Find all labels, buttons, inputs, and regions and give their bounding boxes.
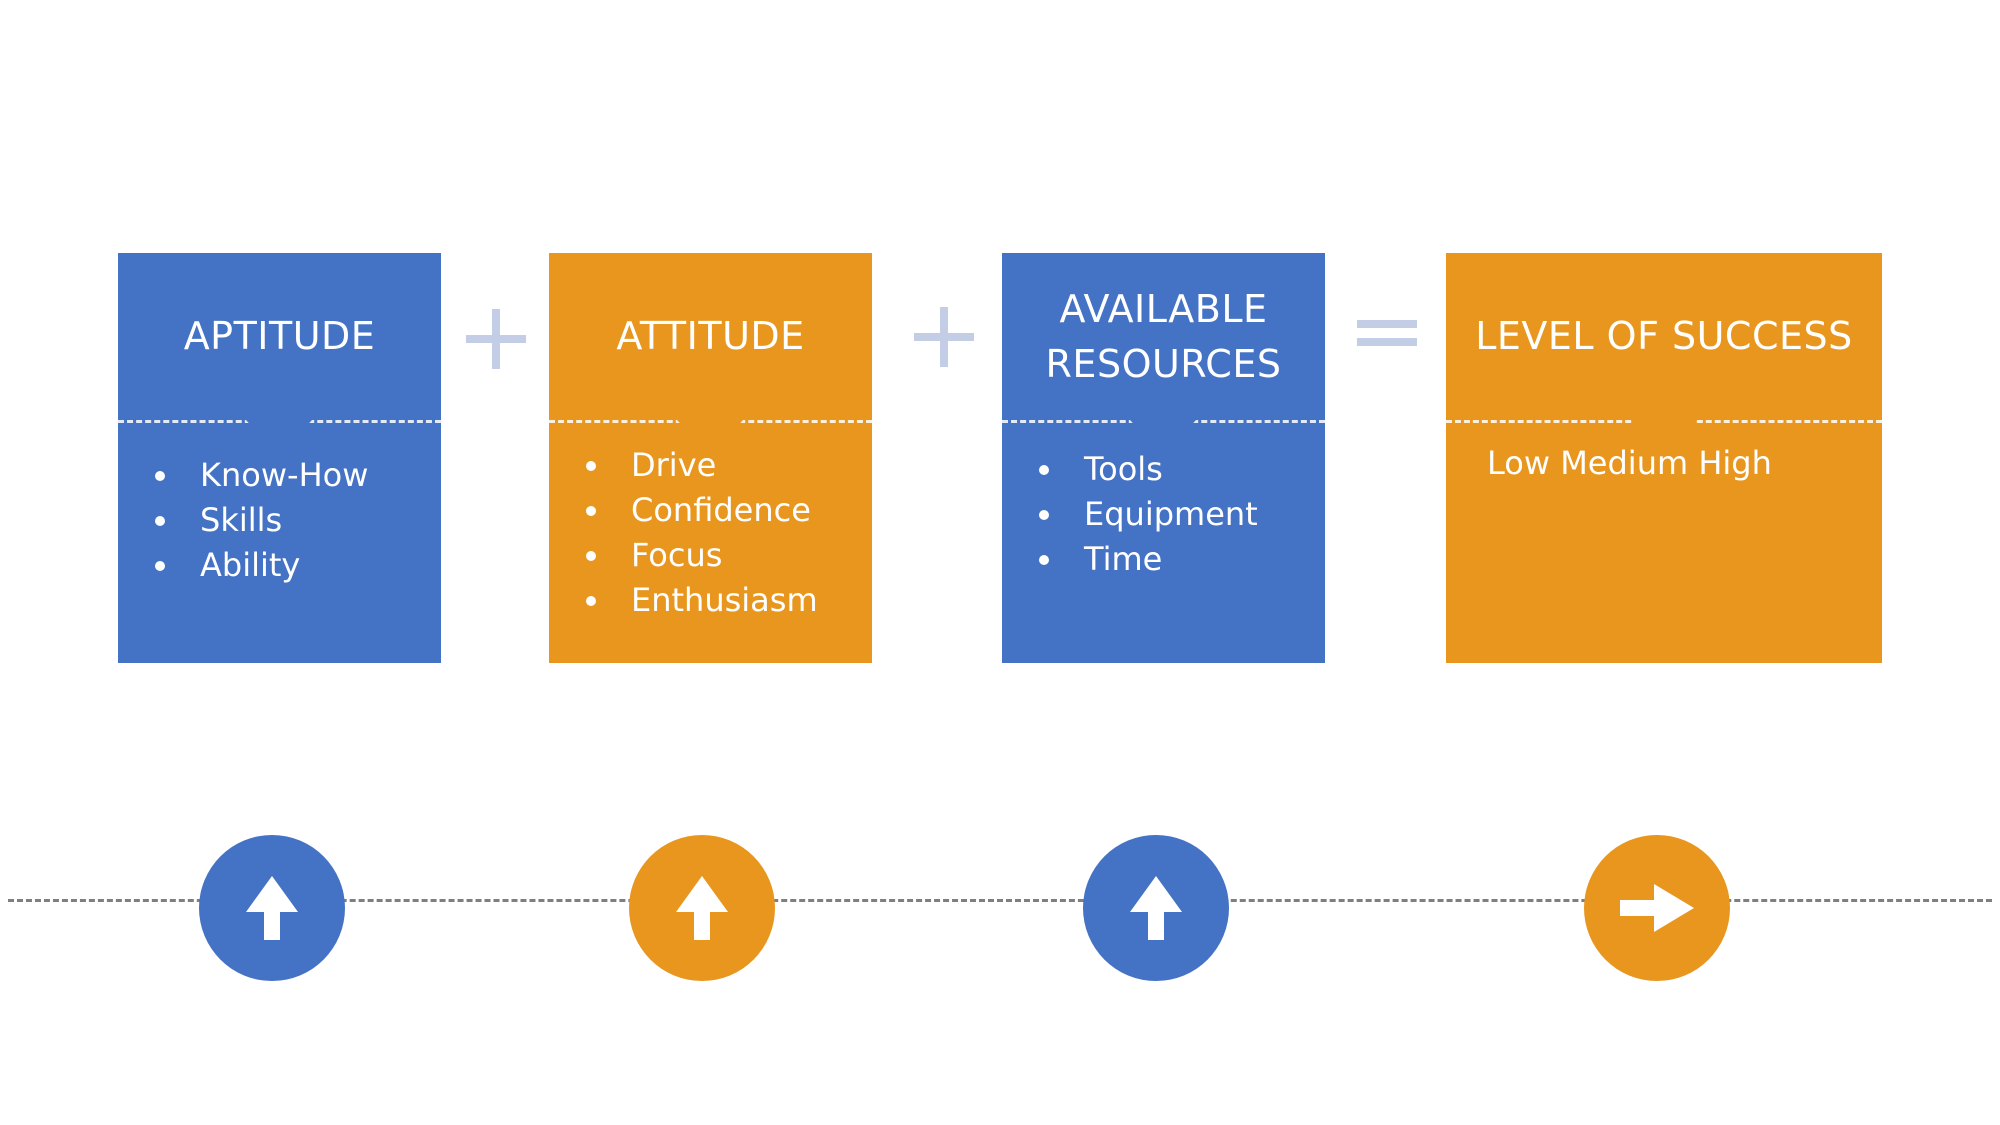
list-item: Ability bbox=[118, 543, 441, 588]
indicator-circle bbox=[629, 835, 775, 981]
indicator-circle bbox=[199, 835, 345, 981]
arrow-up-icon bbox=[246, 876, 298, 940]
bullet-icon bbox=[586, 596, 596, 606]
arrow-right-icon bbox=[1620, 884, 1694, 932]
plus-icon bbox=[466, 309, 526, 369]
card-body: Tools Equipment Time bbox=[1002, 447, 1325, 582]
card-available-resources: AVAILABLE RESOURCES Tools Equipment Time bbox=[1002, 253, 1325, 663]
list-item: Focus bbox=[549, 533, 872, 578]
card-title-line: ATTITUDE bbox=[616, 314, 805, 358]
card-title-line: RESOURCES bbox=[1045, 341, 1282, 386]
card-body: Drive Confidence Focus Enthusiasm bbox=[549, 443, 872, 623]
card-pointer bbox=[1620, 408, 1708, 456]
bullet-list: Drive Confidence Focus Enthusiasm bbox=[549, 443, 872, 623]
list-item: Equipment bbox=[1002, 492, 1325, 537]
bullet-icon bbox=[155, 516, 165, 526]
list-item: Confidence bbox=[549, 488, 872, 533]
plus-icon bbox=[914, 307, 974, 367]
bullet-icon bbox=[155, 471, 165, 481]
list-item: Know-How bbox=[118, 453, 441, 498]
bullet-icon bbox=[586, 461, 596, 471]
bullet-icon bbox=[586, 551, 596, 561]
card-aptitude: APTITUDE Know-How Skills Ability bbox=[118, 253, 441, 663]
card-pointer bbox=[666, 408, 754, 456]
arrow-up-icon bbox=[676, 876, 728, 940]
card-pointer bbox=[1119, 408, 1207, 456]
list-item: Enthusiasm bbox=[549, 578, 872, 623]
card-title-line: LEVEL OF SUCCESS bbox=[1475, 314, 1853, 358]
bullet-icon bbox=[1039, 465, 1049, 475]
bullet-icon bbox=[155, 561, 165, 571]
card-title-line: AVAILABLE bbox=[1059, 286, 1268, 331]
list-item: Skills bbox=[118, 498, 441, 543]
bullet-list: Know-How Skills Ability bbox=[118, 453, 441, 588]
equals-icon bbox=[1357, 320, 1417, 346]
card-title: APTITUDE bbox=[118, 253, 441, 420]
card-pointer bbox=[235, 408, 323, 456]
indicator-circle bbox=[1584, 835, 1730, 981]
card-title: LEVEL OF SUCCESS bbox=[1446, 253, 1882, 420]
bullet-icon bbox=[586, 506, 596, 516]
arrow-up-icon bbox=[1130, 876, 1182, 940]
card-title: AVAILABLE RESOURCES bbox=[1002, 253, 1325, 420]
bullet-icon bbox=[1039, 555, 1049, 565]
card-title: ATTITUDE bbox=[549, 253, 872, 420]
indicator-circle bbox=[1083, 835, 1229, 981]
list-item: Time bbox=[1002, 537, 1325, 582]
card-title-line: APTITUDE bbox=[183, 314, 376, 358]
card-level-of-success: LEVEL OF SUCCESS Low Medium High bbox=[1446, 253, 1882, 663]
card-body: Know-How Skills Ability bbox=[118, 453, 441, 588]
card-attitude: ATTITUDE Drive Confidence Focus Enthusia… bbox=[549, 253, 872, 663]
list-item: Tools bbox=[1002, 447, 1325, 492]
timeline-dashed-line bbox=[8, 899, 1992, 902]
bullet-list: Tools Equipment Time bbox=[1002, 447, 1325, 582]
bullet-icon bbox=[1039, 510, 1049, 520]
